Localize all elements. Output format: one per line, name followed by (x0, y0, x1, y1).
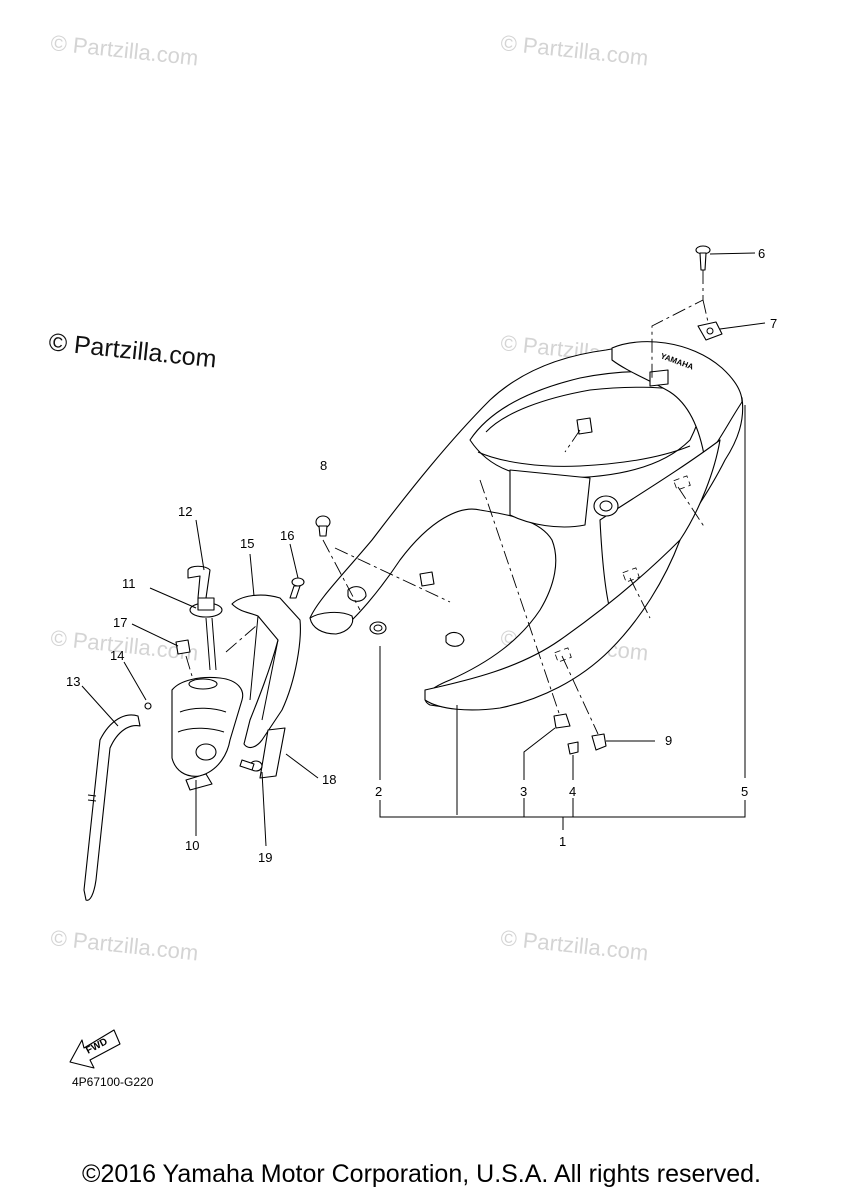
fasteners-right (315, 245, 723, 755)
callout-18: 18 (322, 772, 336, 787)
callout-3: 3 (520, 784, 527, 799)
seat-cowl: YAMAHA (309, 341, 744, 711)
watermark-faint: © Partzilla.com (49, 925, 199, 965)
leader-lines-left (81, 519, 319, 847)
callout-1: 1 (559, 834, 566, 849)
callout-16: 16 (280, 528, 294, 543)
callout-9: 9 (665, 733, 672, 748)
callout-8: 8 (320, 458, 327, 473)
watermark-faint: © Partzilla.com (499, 30, 649, 70)
callout-14: 14 (110, 648, 124, 663)
callout-13: 13 (66, 674, 80, 689)
leader-lines-right (322, 252, 766, 830)
callout-10: 10 (185, 838, 199, 853)
callout-6: 6 (758, 246, 765, 261)
callout-12: 12 (178, 504, 192, 519)
callout-17: 17 (113, 615, 127, 630)
watermark-faint: © Partzilla.com (499, 925, 649, 965)
callout-15: 15 (240, 536, 254, 551)
reservoir-assembly (83, 565, 305, 901)
diagram-code: 4P67100-G220 (72, 1075, 154, 1089)
callout-11: 11 (122, 576, 136, 591)
callout-19: 19 (258, 850, 272, 865)
watermark-main: © Partzilla.com (47, 328, 217, 373)
callout-5: 5 (741, 784, 748, 799)
callout-labels: 1 2 3 4 5 6 7 8 9 10 11 12 13 14 15 16 1… (66, 246, 777, 865)
callout-2: 2 (375, 784, 382, 799)
copyright-notice: ©2016 Yamaha Motor Corporation, U.S.A. A… (82, 1160, 761, 1188)
fwd-arrow-icon: FWD (69, 1029, 121, 1069)
callout-7: 7 (770, 316, 777, 331)
watermark-faint: © Partzilla.com (49, 30, 199, 70)
callout-4: 4 (569, 784, 576, 799)
